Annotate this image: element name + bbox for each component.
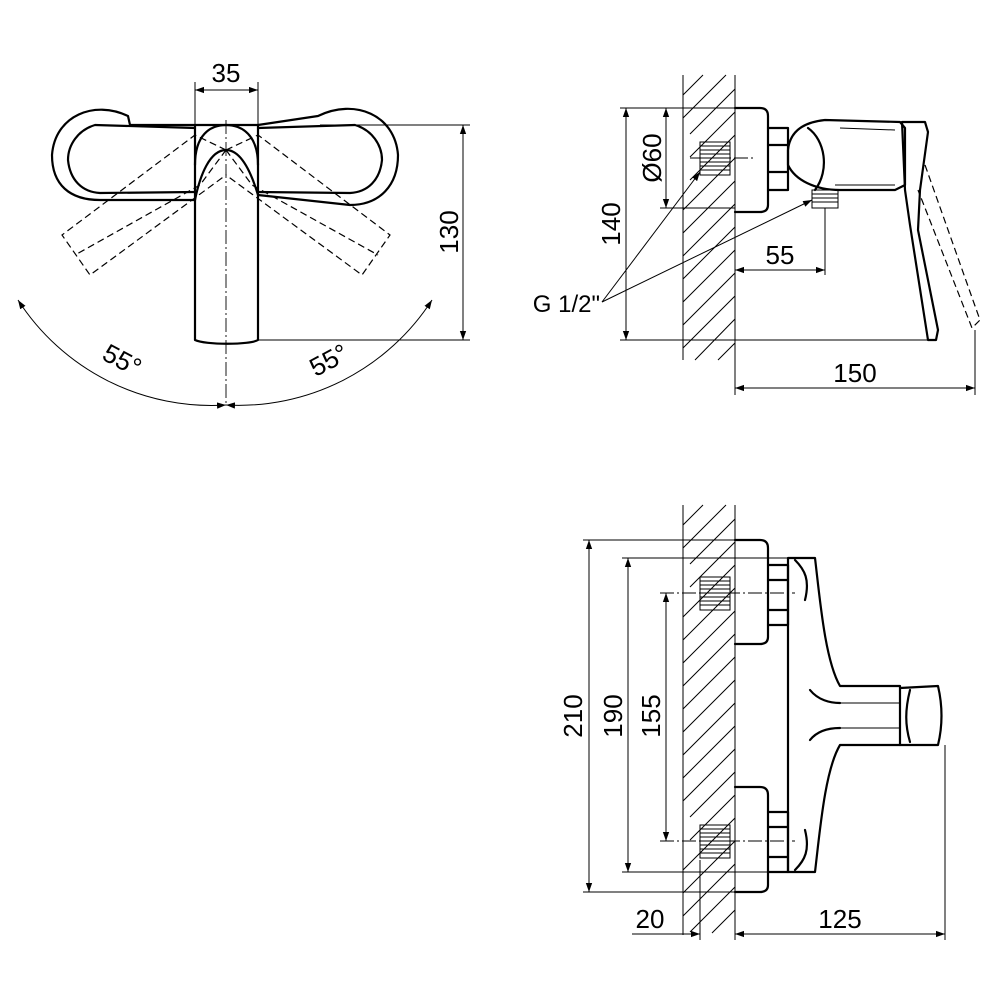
- left-flange-inner: [66, 123, 197, 195]
- side-flange: [733, 106, 770, 214]
- side-lever: [900, 120, 940, 342]
- right-flange: [256, 107, 400, 207]
- lever-cap: [193, 123, 260, 167]
- mixer-body: [193, 123, 260, 202]
- dim-depth: 150: [833, 358, 876, 388]
- right-flange-inner: [256, 123, 384, 195]
- side-nut: [766, 126, 790, 192]
- dim-overall: 210: [558, 694, 588, 737]
- arc-angle-right: [225, 299, 433, 409]
- top-flange-upper: [733, 538, 770, 646]
- top-view: 210 190 155 20 125: [558, 504, 946, 940]
- front-view: 35 130 55° 55°: [17, 58, 470, 409]
- dim-wall: 20: [636, 904, 665, 934]
- dim-spout-width: 35: [212, 58, 241, 88]
- top-lever-end: [898, 684, 943, 747]
- thread-label: G 1/2": [533, 291, 600, 318]
- dim-projection: 125: [818, 904, 861, 934]
- dim-angle-left: 55°: [98, 338, 147, 383]
- dim-flange: 190: [598, 694, 628, 737]
- dim-height-side: 140: [596, 202, 626, 245]
- top-body: [786, 556, 902, 874]
- dim-outlet-offset: 55: [766, 240, 795, 270]
- wall-hatch-side: [682, 74, 736, 361]
- wall-hatch-top: [682, 504, 736, 935]
- dim-centers: 155: [636, 694, 666, 737]
- dim-angle-right: 55°: [304, 338, 353, 383]
- left-flange: [50, 108, 197, 202]
- top-nut-lower: [766, 810, 790, 874]
- top-flange-lower: [733, 785, 770, 894]
- side-view: Ø60 140 55 150 G 1/2": [533, 74, 981, 395]
- spout: [193, 193, 260, 345]
- top-nut-upper: [766, 563, 790, 627]
- rotated-handle-right: [225, 134, 391, 276]
- side-lever-alt: [917, 164, 981, 330]
- rotated-handle-left: [61, 134, 227, 276]
- dim-diameter: Ø60: [637, 133, 667, 182]
- side-body: [786, 118, 907, 192]
- arc-angle-left: [17, 299, 227, 409]
- dim-height-front: 130: [434, 210, 464, 253]
